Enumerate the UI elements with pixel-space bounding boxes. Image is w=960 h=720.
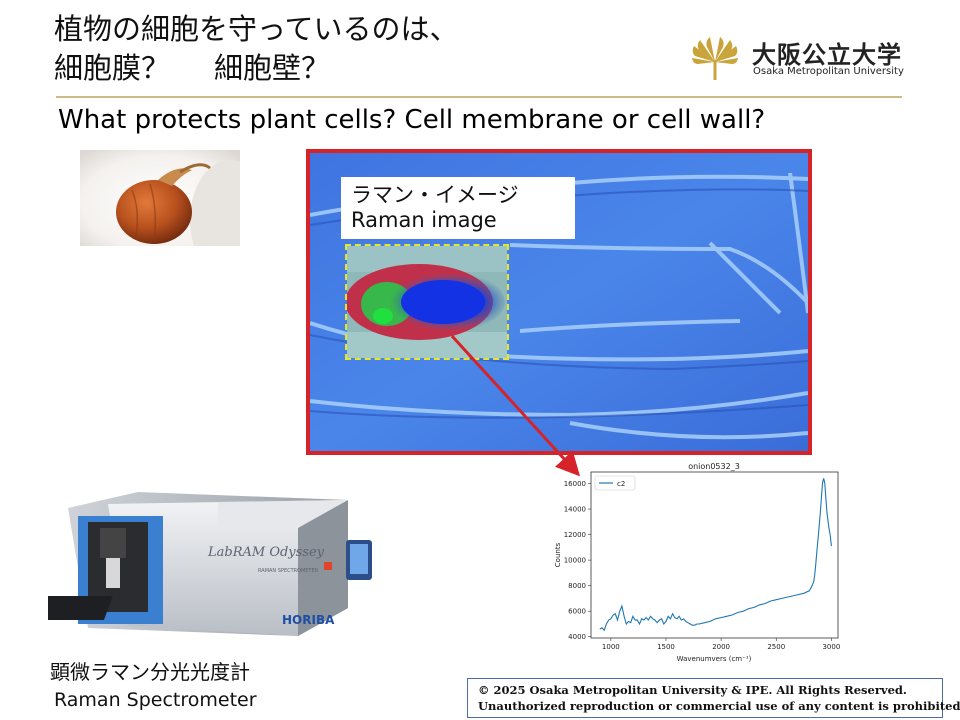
spectrometer-model-sub-text: RAMAN SPECTROMETER xyxy=(258,568,319,574)
copyright-line1: © 2025 Osaka Metropolitan University & I… xyxy=(478,683,907,697)
title-cell-wall: 細胞壁？ xyxy=(214,51,331,85)
y-tick-label: 8000 xyxy=(568,582,586,590)
chart-legend: c2 xyxy=(594,475,636,491)
x-axis-label: Wavenumvers (cm⁻¹) xyxy=(677,655,752,663)
y-tick-label: 12000 xyxy=(564,531,586,539)
copyright-notice: © 2025 Osaka Metropolitan University & I… xyxy=(467,678,960,718)
spectrometer-brand-text: HORIBA xyxy=(282,613,335,627)
x-tick-label: 1000 xyxy=(602,643,620,651)
onion-photo xyxy=(80,150,240,246)
y-axis: 4000 6000 8000 10000 12000 14000 16000 xyxy=(564,480,591,641)
y-tick-label: 4000 xyxy=(568,633,586,641)
series-line-c2 xyxy=(599,478,832,632)
header-divider xyxy=(56,96,902,98)
raman-image-label-en: Raman image xyxy=(351,208,497,232)
x-tick-label: 2500 xyxy=(767,643,785,651)
x-tick-label: 2000 xyxy=(712,643,730,651)
y-tick-label: 6000 xyxy=(568,608,586,616)
y-tick-label: 16000 xyxy=(564,480,586,488)
x-tick-label: 1500 xyxy=(657,643,675,651)
slide-title-line2: 細胞膜？ 細胞壁？ xyxy=(54,49,459,88)
raman-image-label-jp: ラマン・イメージ xyxy=(351,183,519,207)
university-name-jp: 大阪公立大学 xyxy=(752,41,902,69)
spectrometer-model-text: LabRAM Odyssey xyxy=(207,545,325,560)
raman-map-image xyxy=(347,246,507,358)
raman-image-label: ラマン・イメージ Raman image xyxy=(341,177,575,239)
slide-title-line1: 植物の細胞を守っているのは、 xyxy=(54,12,459,46)
x-tick-label: 3000 xyxy=(822,643,840,651)
spectrometer-label-en: Raman Spectrometer xyxy=(54,689,257,711)
copyright-line2: Unauthorized reproduction or commercial … xyxy=(478,699,960,713)
x-axis: 1000 1500 2000 2500 3000 xyxy=(602,638,840,651)
title-cell-membrane: 細胞膜？ xyxy=(54,51,171,85)
legend-label: c2 xyxy=(617,480,625,488)
ginkgo-leaf-icon xyxy=(692,37,738,80)
slide-subtitle: What protects plant cells? Cell membrane… xyxy=(58,105,766,135)
university-name-en: Osaka Metropolitan University xyxy=(753,66,904,77)
spectrometer-label-jp: 顕微ラマン分光光度計 xyxy=(50,660,250,684)
raman-spectrometer-photo: LabRAM Odyssey RAMAN SPECTROMETER HORIBA xyxy=(48,492,372,636)
raman-map-inset xyxy=(345,244,509,360)
slide-title: 植物の細胞を守っているのは、 細胞膜？ 細胞壁？ xyxy=(54,10,459,88)
y-tick-label: 14000 xyxy=(564,506,586,514)
y-tick-label: 10000 xyxy=(564,557,586,565)
raman-spectrum-chart: onion0532_3 4000 6000 8000 10000 12000 14000 1… xyxy=(554,462,840,663)
chart-plot-area xyxy=(590,471,839,639)
y-axis-label: Counts xyxy=(554,542,562,567)
chart-title: onion0532_3 xyxy=(688,462,740,471)
